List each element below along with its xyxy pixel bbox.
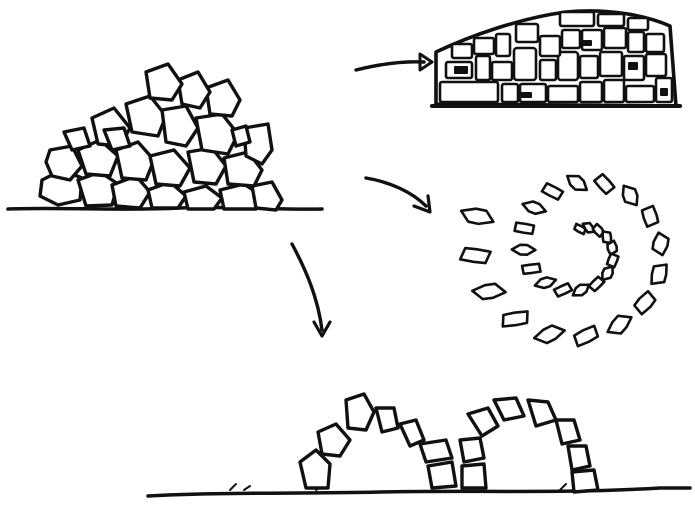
wall-stones [440,12,672,102]
spiral-stone [573,285,589,296]
arrow-to-wall [356,54,432,70]
spiral-stone [534,326,564,344]
spiral-stone [512,245,536,255]
spiral-stone [515,223,534,234]
spiral-stone [460,248,490,263]
spiral-stone [574,326,598,346]
spiral-stone [634,291,655,314]
spiral-stone [567,176,587,190]
spiral-stone [472,284,505,299]
spiral-stone [623,186,638,205]
spiral-stone [603,232,611,244]
spiral-stone [523,202,546,214]
spiral-stone [642,206,658,227]
spiral-stone [602,267,612,280]
spiral-stone [542,183,563,199]
arrow-to-spiral [366,178,430,212]
spiral-stone [461,209,493,224]
stone-spiral [460,174,668,346]
loose-stone-pile [8,64,322,210]
spiral-stone [653,233,669,256]
spiral-stone [607,254,618,268]
spiral-stone [594,174,614,194]
spiral-stone [589,277,605,291]
arrow-to-arches [292,244,330,336]
stacked-stone-wall [432,11,680,106]
spiral-stone [554,283,572,296]
stone-arches [148,394,690,496]
pile-stones [40,64,282,210]
spiral-stone [522,264,540,274]
spiral-stone [652,265,667,284]
spiral-stone [608,316,632,334]
arch-left [300,394,456,488]
spiral-stone [535,277,556,288]
spiral-stone [503,311,528,326]
arch-right [460,398,598,492]
